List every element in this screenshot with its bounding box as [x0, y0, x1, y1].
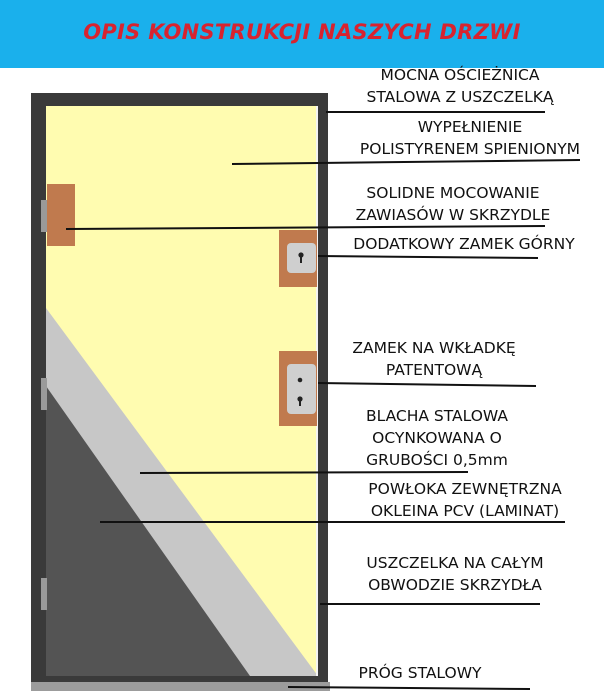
cylinder-lock-face [287, 364, 316, 414]
header-banner: OPIS KONSTRUKCJI NASZYCH DRZWI [0, 0, 604, 68]
page-title: OPIS KONSTRUKCJI NASZYCH DRZWI [83, 20, 521, 44]
cylinder-lock-handle-hole-icon [297, 377, 303, 383]
hinge-bottom [41, 578, 47, 610]
hinge-middle [41, 378, 47, 410]
pointer-top-lock [317, 255, 539, 259]
label-hinges: SOLIDNE MOCOWANIE ZAWIASÓW W SKRZYDLE [355, 184, 551, 224]
label-top-lock: DODATKOWY ZAMEK GÓRNY [353, 235, 575, 253]
label-threshold: PRÓG STALOWY [358, 664, 482, 682]
pointer-filling [231, 159, 581, 165]
hinge-top [41, 200, 47, 232]
label-cylinder-lock: ZAMEK NA WKŁADKĘ PATENTOWĄ [352, 339, 516, 379]
pvc-laminate-layer [46, 386, 250, 676]
pointer-steel-sheet [139, 471, 469, 474]
label-steel-sheet: BLACHA STALOWA OCYNKOWANA O GRUBOŚCI 0,5… [365, 407, 509, 469]
label-filling: WYPEŁNIENIE POLISTYRENEM SPIENIONYM [359, 118, 581, 158]
label-gasket: USZCZELKA NA CAŁYM OBWODZIE SKRZYDŁA [366, 554, 544, 594]
hinge-mounting-plate [47, 184, 75, 246]
pointer-cylinder-lock [317, 382, 537, 387]
pointer-hinges [65, 225, 546, 230]
label-frame: MOCNA OŚCIEŻNICA STALOWA Z USZCZELKĄ [366, 66, 554, 106]
pointer-threshold [287, 686, 531, 690]
steel-threshold [31, 682, 330, 691]
label-outer-coating: POWŁOKA ZEWNĘTRZNA OKLEINA PCV (LAMINAT) [368, 480, 562, 520]
